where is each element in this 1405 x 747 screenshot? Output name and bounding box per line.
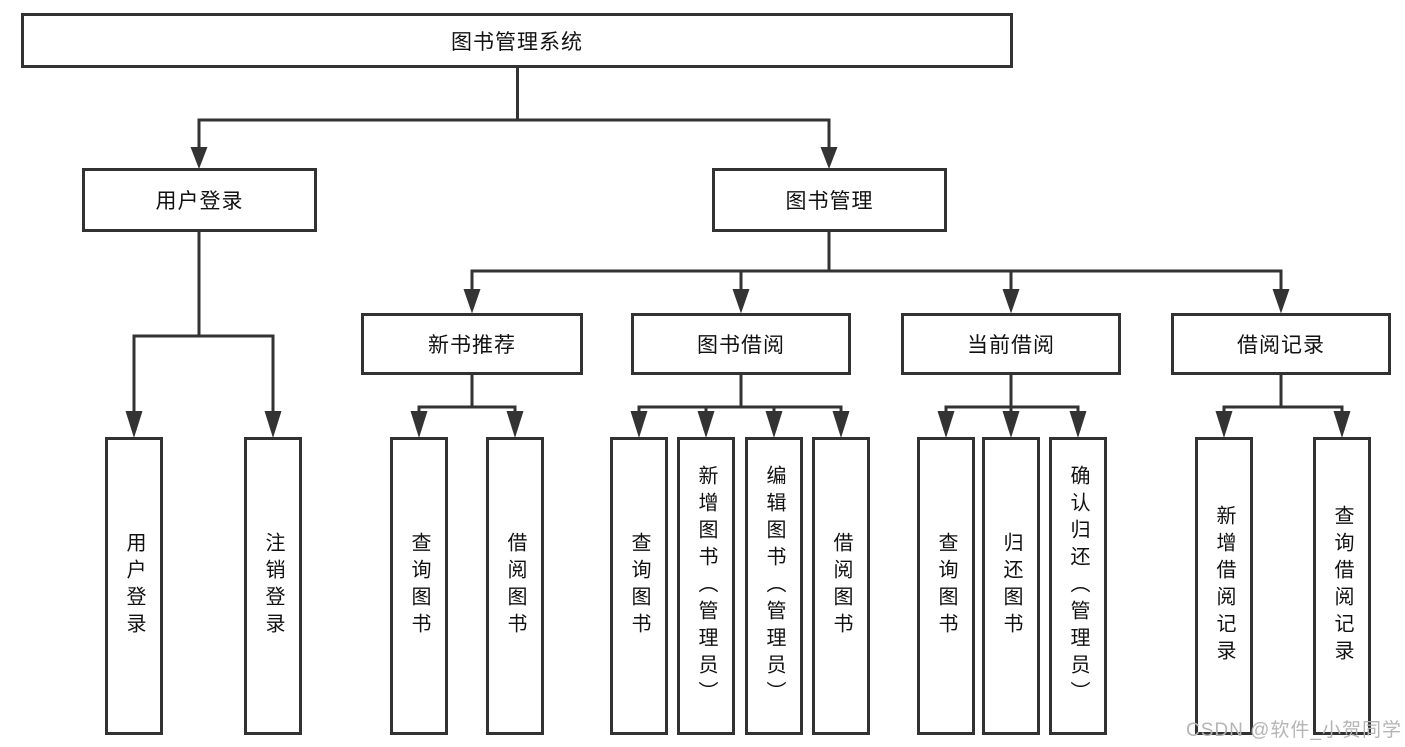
leaf-bb-borrow-book: 借阅图书 <box>812 437 870 735</box>
node-label: 新书推荐 <box>428 334 516 357</box>
leaf-cb-query-book: 查询图书 <box>917 437 975 735</box>
leaf-label: 查询图书 <box>628 532 650 640</box>
node-borrow-records: 借阅记录 <box>1171 313 1391 375</box>
leaf-label: 借阅图书 <box>504 532 526 640</box>
node-book-management: 图书管理 <box>712 168 947 232</box>
leaf-label: 用户登录 <box>123 532 145 640</box>
leaf-bb-edit-book-admin: 编辑图书（管理员） <box>745 437 803 735</box>
leaf-logout: 注销登录 <box>244 437 302 735</box>
leaf-label: 查询借阅记录 <box>1331 505 1353 667</box>
node-label: 图书管理系统 <box>451 30 583 54</box>
node-new-book-recommend: 新书推荐 <box>361 313 583 375</box>
leaf-nb-borrow-book: 借阅图书 <box>486 437 544 735</box>
node-label: 用户登录 <box>155 190 244 213</box>
node-library-system: 图书管理系统 <box>21 13 1013 68</box>
node-current-borrow: 当前借阅 <box>901 313 1121 375</box>
leaf-bb-query-book: 查询图书 <box>610 437 668 735</box>
node-label: 当前借阅 <box>967 334 1055 357</box>
leaf-label: 查询图书 <box>408 532 430 640</box>
leaf-user-login: 用户登录 <box>105 437 163 735</box>
node-user-login: 用户登录 <box>82 168 317 232</box>
leaf-label: 查询图书 <box>935 532 957 640</box>
leaf-label: 编辑图书（管理员） <box>763 464 785 708</box>
watermark: CSDN @软件_小贺同学 <box>1186 720 1402 741</box>
leaf-cb-confirm-return-admin: 确认归还（管理员） <box>1049 437 1107 735</box>
leaf-label: 新增借阅记录 <box>1213 505 1235 667</box>
leaf-bb-add-book-admin: 新增图书（管理员） <box>677 437 735 735</box>
node-book-borrow: 图书借阅 <box>631 313 851 375</box>
node-label: 图书借阅 <box>697 334 785 357</box>
leaf-label: 确认归还（管理员） <box>1067 464 1089 708</box>
leaf-label: 注销登录 <box>262 532 284 640</box>
leaf-cb-return-book: 归还图书 <box>982 437 1040 735</box>
leaf-label: 归还图书 <box>1000 532 1022 640</box>
leaf-br-query-record: 查询借阅记录 <box>1313 437 1371 735</box>
leaf-br-add-record: 新增借阅记录 <box>1195 437 1253 735</box>
node-label: 图书管理 <box>785 190 874 213</box>
leaf-label: 借阅图书 <box>830 532 852 640</box>
node-label: 借阅记录 <box>1237 334 1325 357</box>
leaf-label: 新增图书（管理员） <box>695 464 717 708</box>
leaf-nb-query-book: 查询图书 <box>390 437 448 735</box>
